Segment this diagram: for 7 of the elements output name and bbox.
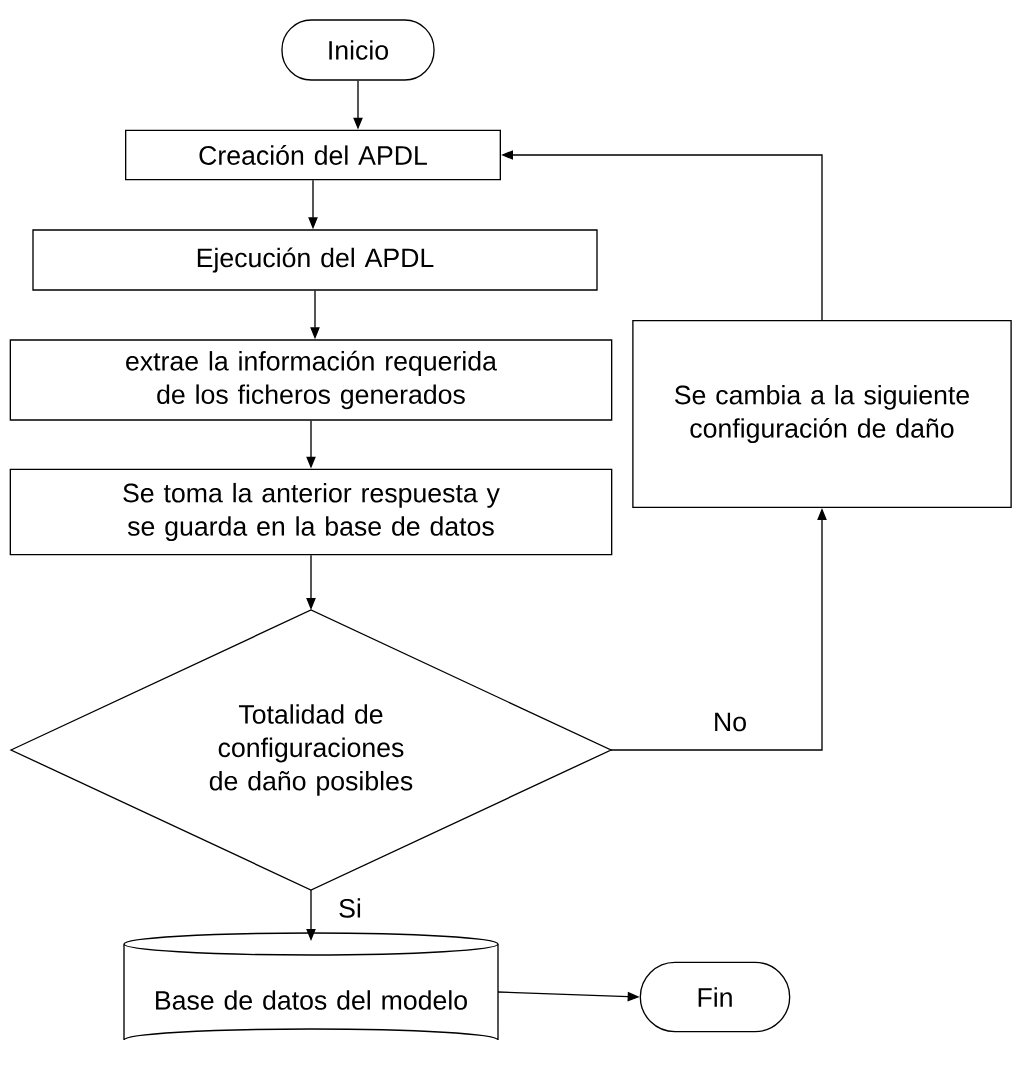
process-box: Ejecución del APDL xyxy=(32,229,598,291)
process-box: extrae la información requerida de los ficheros generados xyxy=(9,339,613,421)
process-box: Creación del APDL xyxy=(125,129,501,181)
edge-label: No xyxy=(711,711,749,733)
edge-label: Si xyxy=(336,896,364,920)
process-box: Se toma la anterior respuesta y se guarda en la base de datos xyxy=(9,468,613,556)
process-box: Se cambia a la siguiente configuración de daño xyxy=(632,320,1012,508)
